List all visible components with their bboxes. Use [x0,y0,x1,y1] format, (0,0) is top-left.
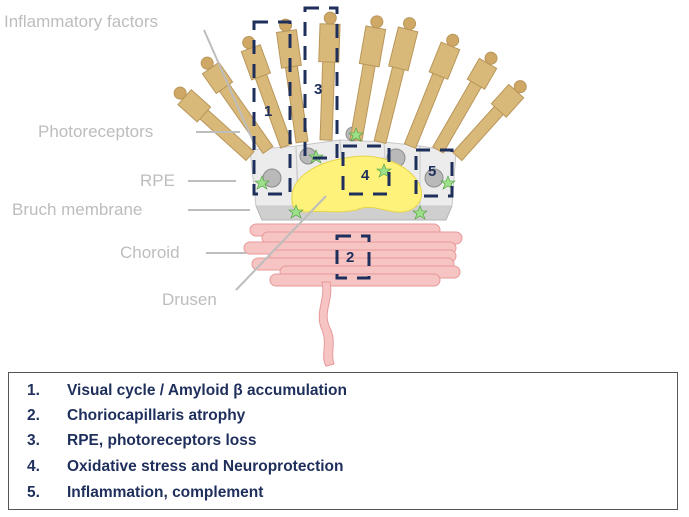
region-number-2: 2 [346,249,354,266]
label-choroid: Choroid [120,243,180,262]
retina-diagram: 1 3 4 5 2 [173,6,527,367]
legend-item-5: 5. Inflammation, complement [27,481,263,505]
label-rpe: RPE [140,171,175,190]
label-drusen: Drusen [162,290,217,309]
legend-item-1: 1. Visual cycle / Amyloid β accumulation [27,379,347,403]
legend-item-3: 3. RPE, photoreceptors loss [27,429,256,453]
label-photoreceptors: Photoreceptors [38,122,154,141]
region-boxes [252,6,454,280]
choroid-vessels [243,223,463,367]
legend-text: Choriocapillaris atrophy [67,407,246,424]
region-number-4: 4 [361,167,370,184]
legend-item-2: 2. Choriocapillaris atrophy [27,404,245,428]
legend-text: RPE, photoreceptors loss [67,432,257,449]
region-number-5: 5 [428,163,436,180]
region-number-3: 3 [314,81,322,98]
region-box-3 [303,6,339,160]
legend-number: 4. [27,458,40,475]
legend-text: Oxidative stress and Neuroprotection [67,458,344,475]
legend-number: 1. [27,382,40,399]
region-box-5 [414,148,454,198]
region-box-2 [335,234,371,280]
legend-number: 3. [27,432,40,449]
legend-number: 5. [27,484,40,501]
label-bruch-membrane: Bruch membrane [12,200,143,219]
label-inflammatory-factors: Inflammatory factors [4,12,158,31]
legend-box: 1. Visual cycle / Amyloid β accumulation… [8,372,678,510]
legend-text: Inflammation, complement [67,484,264,501]
legend-text: Visual cycle / Amyloid β accumulation [67,382,347,399]
photoreceptors [173,11,527,162]
legend-number: 2. [27,407,40,424]
region-box-1 [252,20,292,196]
region-number-1: 1 [264,103,272,120]
leader-lines [188,29,327,291]
legend-item-4: 4. Oxidative stress and Neuroprotection [27,455,344,479]
